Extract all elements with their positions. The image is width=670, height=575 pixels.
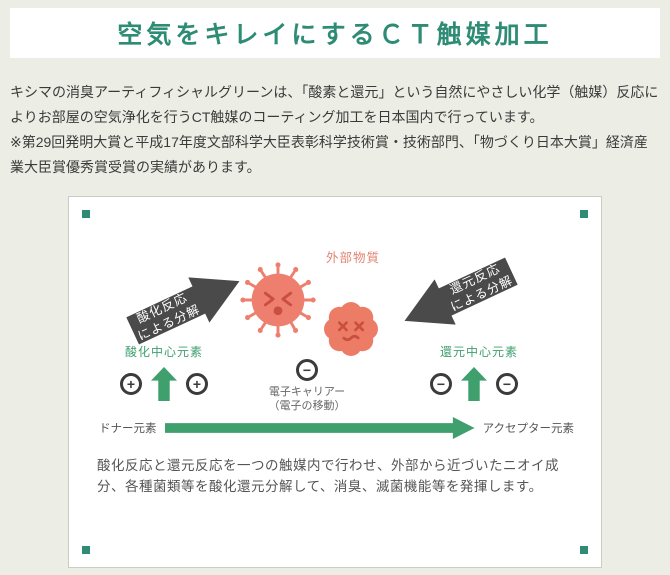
section-title: 空気をキレイにするＣＴ触媒加工 — [117, 22, 553, 49]
minus-circle-icon: − — [296, 359, 318, 381]
intro-text: キシマの消臭アーティフィシャルグリーンは、「酸素と還元」という自然にやさしい化学… — [10, 80, 660, 180]
external-substance-label: 外部物質 — [325, 251, 380, 265]
electron-transfer-row: ドナー元素 アクセプター元素 — [99, 417, 574, 439]
donor-label: ドナー元素 — [99, 423, 157, 435]
right-arrow-icon — [164, 417, 475, 439]
electron-carrier-label: 電子キャリアー （電子の移動） — [268, 386, 346, 412]
plus-circle-icon: + — [120, 373, 142, 395]
up-arrow-icon — [461, 367, 487, 401]
corner-dot-icon — [580, 546, 588, 554]
corner-dot-icon — [580, 210, 588, 218]
up-arrow-icon — [151, 367, 177, 401]
corner-dot-icon — [82, 210, 90, 218]
section-header: 空気をキレイにするＣＴ触媒加工 — [10, 8, 660, 58]
diagram-panel: 外部物質 酸化反応 による分解 — [68, 196, 602, 568]
corner-dot-icon — [82, 546, 90, 554]
bacteria-icon — [324, 302, 378, 356]
virus-icon — [240, 262, 316, 338]
reduction-arrow-label: 還元反応 による分解 — [447, 261, 516, 315]
minus-circle-icon: − — [430, 373, 452, 395]
reduction-center-label: 還元中心元素 — [439, 345, 518, 359]
oxidation-arrow-label: 酸化反応 による分解 — [134, 290, 203, 344]
intro-paragraph-1: キシマの消臭アーティフィシャルグリーンは、「酸素と還元」という自然にやさしい化学… — [10, 84, 659, 125]
oxidation-charge-group: + + — [120, 367, 208, 401]
diagram-caption: 酸化反応と還元反応を一つの触媒内で行わせ、外部から近づいたニオイ成分、各種菌類等… — [97, 458, 559, 494]
plus-circle-icon: + — [186, 373, 208, 395]
reduction-arrow: 還元反応 による分解 — [394, 248, 522, 343]
oxidation-arrow: 酸化反応 による分解 — [122, 258, 250, 353]
reduction-charge-group: − − — [430, 367, 518, 401]
oxidation-center-label: 酸化中心元素 — [124, 345, 203, 359]
electron-carrier-group: − 電子キャリアー （電子の移動） — [237, 359, 377, 413]
acceptor-label: アクセプター元素 — [482, 423, 574, 435]
intro-paragraph-2: ※第29回発明大賞と平成17年度文部科学大臣表彰科学技術賞・技術部門、「物づくり… — [10, 134, 648, 175]
minus-circle-icon: − — [496, 373, 518, 395]
